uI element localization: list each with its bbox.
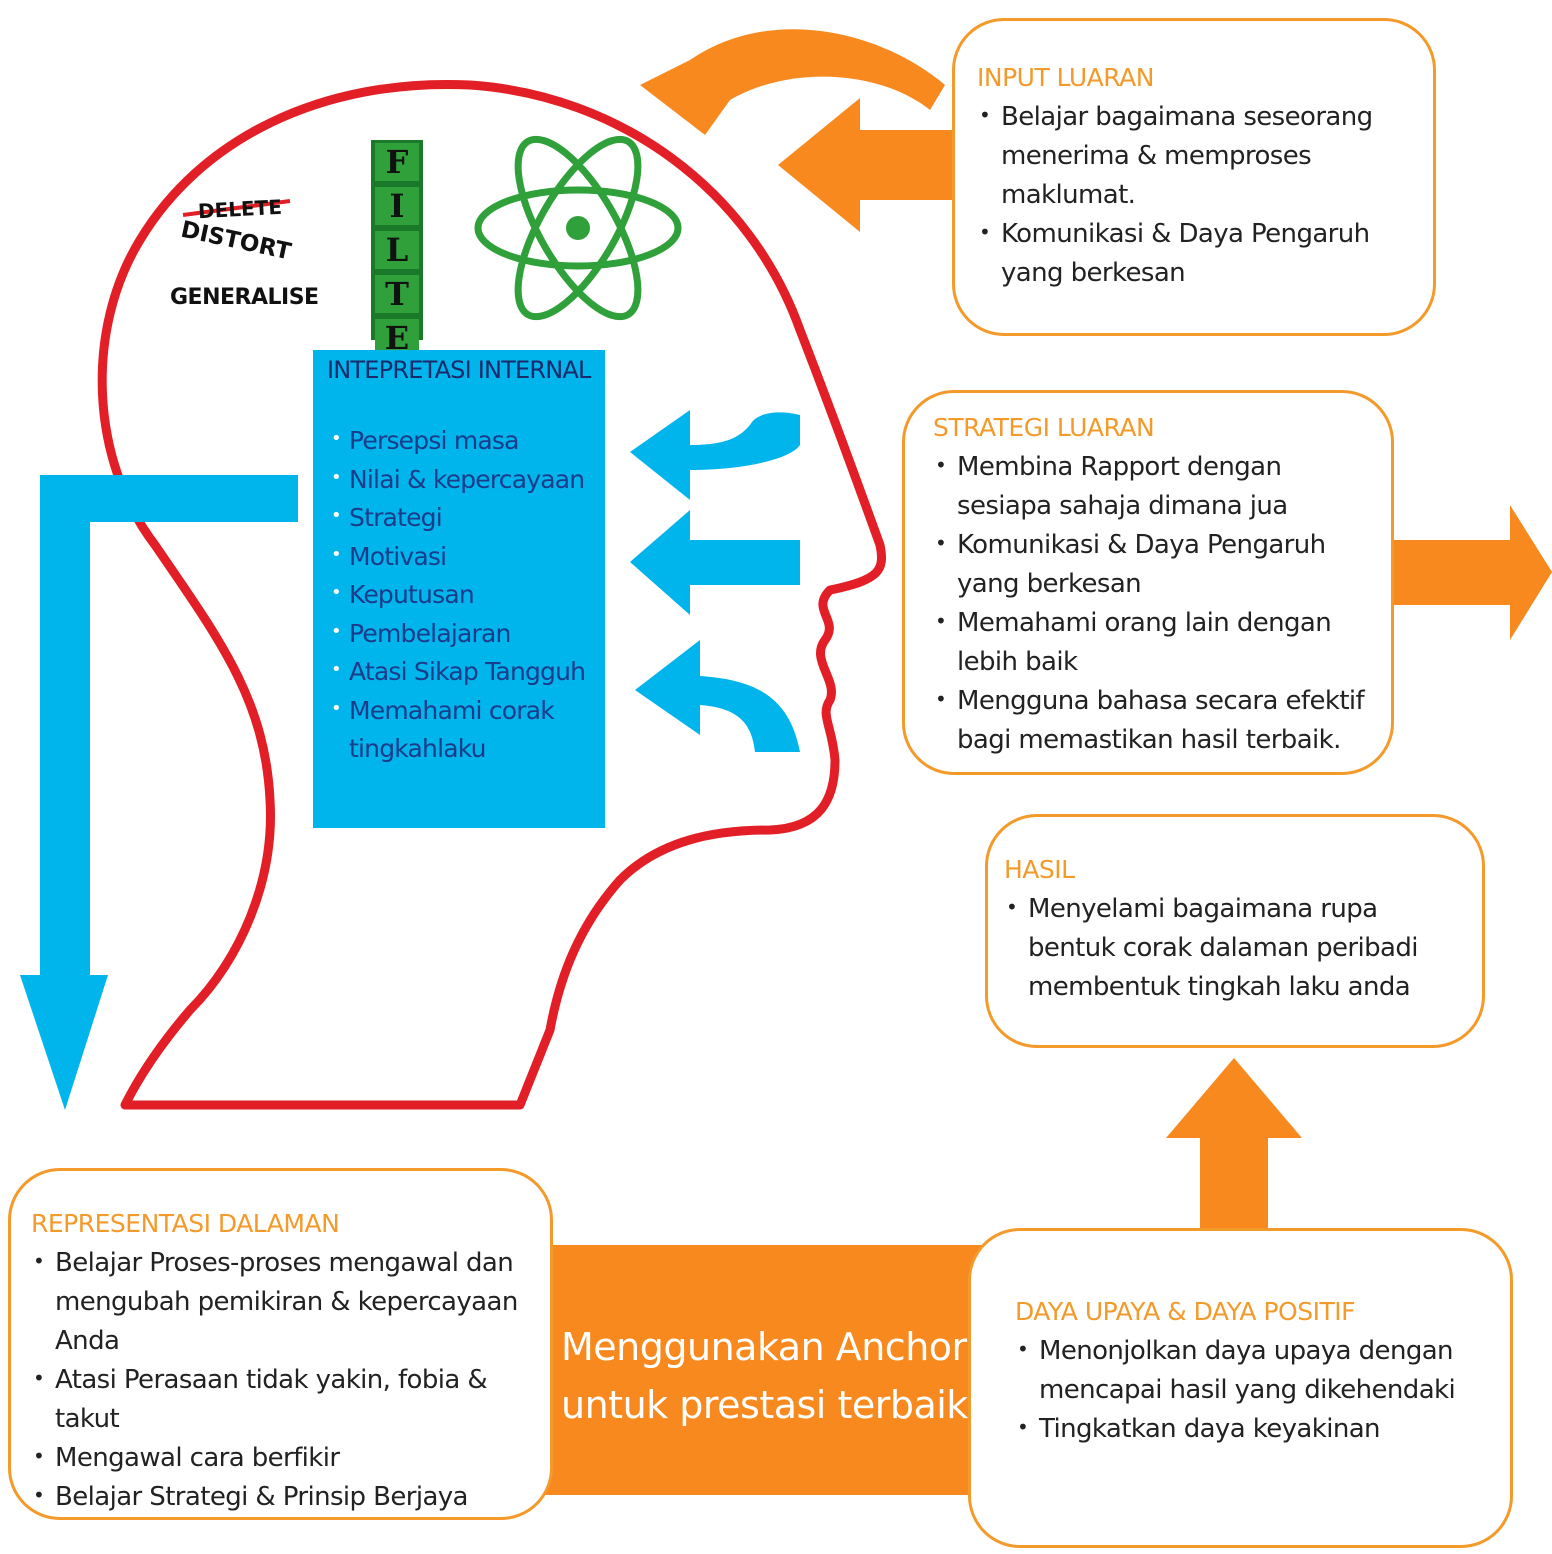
list-item: Mengguna bahasa secara efektif bagi mema… xyxy=(933,680,1373,760)
internal-list: Persepsi masa Nilai & kepercayaan Strate… xyxy=(327,420,599,769)
orange-arrow-right xyxy=(1392,505,1552,640)
anchor-line-2: untuk prestasi terbaik xyxy=(561,1383,968,1427)
list-item: Keputusan xyxy=(327,574,599,615)
blue-arrow-top xyxy=(630,410,800,500)
list-item: Tingkatkan daya keyakinan xyxy=(1015,1408,1492,1449)
list-item: Memahami corak tingkahlaku xyxy=(327,690,569,769)
anchor-caption: Menggunakan Anchor untuk prestasi terbai… xyxy=(561,1318,981,1434)
list-item: Belajar Proses-proses mengawal dan mengu… xyxy=(31,1242,525,1361)
delete-label: DELETE xyxy=(197,194,283,224)
filter-column-icon: F I L T E R xyxy=(371,140,423,401)
input-title: INPUT LUARAN xyxy=(977,63,1154,92)
effort-box: DAYA UPAYA & DAYA POSITIF Menonjolkan da… xyxy=(968,1228,1513,1548)
strategy-title: STRATEGI LUARAN xyxy=(933,413,1155,442)
result-title: HASIL xyxy=(1004,855,1075,884)
list-item: Pembelajaran xyxy=(327,613,599,654)
input-box: INPUT LUARAN Belajar bagaimana seseorang… xyxy=(952,18,1436,336)
curved-orange-arrow xyxy=(640,29,945,135)
list-item: Strategi xyxy=(327,497,599,538)
internal-interpretation-panel: INTEPRETASI INTERNAL Persepsi masa Nilai… xyxy=(313,350,605,828)
list-item: Membina Rapport dengan sesiapa sahaja di… xyxy=(933,446,1317,526)
effort-title: DAYA UPAYA & DAYA POSITIF xyxy=(1015,1297,1355,1326)
atom-icon xyxy=(474,135,682,321)
list-item: Menonjolkan daya upaya dengan mencapai h… xyxy=(1015,1330,1489,1410)
result-list: Menyelami bagaimana rupa bentuk corak da… xyxy=(1004,888,1468,1007)
blue-arrow-middle xyxy=(630,510,800,615)
blue-arrow-bottom xyxy=(635,640,800,752)
filter-letter: F xyxy=(375,143,419,181)
list-item: Menyelami bagaimana rupa bentuk corak da… xyxy=(1004,888,1468,1007)
list-item: Atasi Sikap Tangguh xyxy=(327,651,599,692)
list-item: Nilai & kepercayaan xyxy=(327,459,599,500)
list-item: Motivasi xyxy=(327,536,599,577)
list-item: Belajar Strategi & Prinsip Berjaya xyxy=(31,1476,540,1517)
generalise-label: GENERALISE xyxy=(170,285,319,310)
internal-title: INTEPRETASI INTERNAL xyxy=(327,356,591,384)
filter-letter: T xyxy=(375,275,419,313)
head-outline xyxy=(97,79,887,1110)
representation-box: REPRESENTASI DALAMAN Belajar Proses-pros… xyxy=(8,1168,553,1520)
anchor-line-1: Menggunakan Anchor xyxy=(561,1325,967,1369)
list-item: Komunikasi & Daya Pengaruh yang berkesan xyxy=(933,524,1327,604)
list-item: Belajar bagaimana seseorang menerima & m… xyxy=(977,96,1413,215)
delete-strike xyxy=(182,199,291,217)
list-item: Memahami orang lain dengan lebih baik xyxy=(933,602,1347,682)
strategy-box: STRATEGI LUARAN Membina Rapport dengan s… xyxy=(902,390,1394,775)
effort-list: Menonjolkan daya upaya dengan mencapai h… xyxy=(1015,1330,1492,1449)
filter-letter: L xyxy=(375,231,419,269)
list-item: Persepsi masa xyxy=(327,420,599,461)
representation-list: Belajar Proses-proses mengawal dan mengu… xyxy=(31,1242,540,1517)
result-box: HASIL Menyelami bagaimana rupa bentuk co… xyxy=(985,814,1485,1048)
list-item: Atasi Perasaan tidak yakin, fobia & taku… xyxy=(31,1359,540,1439)
orange-arrow-left xyxy=(778,98,955,232)
list-item: Mengawal cara berfikir xyxy=(31,1437,540,1478)
anchor-bar xyxy=(520,1245,990,1495)
input-list: Belajar bagaimana seseorang menerima & m… xyxy=(977,96,1413,293)
blue-down-arrow xyxy=(20,475,298,1110)
strategy-list: Membina Rapport dengan sesiapa sahaja di… xyxy=(933,446,1373,760)
orange-arrow-up xyxy=(1166,1058,1302,1230)
list-item: Komunikasi & Daya Pengaruh yang berkesan xyxy=(977,213,1381,293)
filter-letter: I xyxy=(375,187,419,225)
representation-title: REPRESENTASI DALAMAN xyxy=(31,1209,340,1238)
